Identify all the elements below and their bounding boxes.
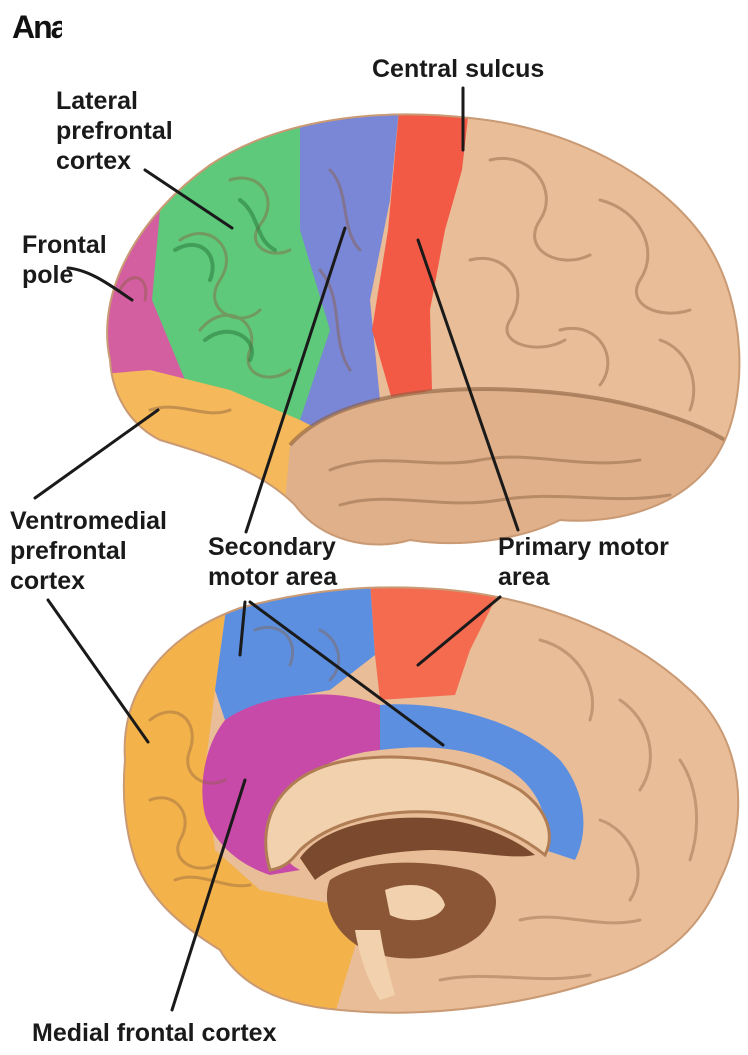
lateral-brain-view — [90, 100, 748, 560]
ventromedial-label: Ventromedial prefrontal cortex — [10, 506, 167, 596]
central-sulcus-label: Central sulcus — [372, 54, 544, 84]
lateral-prefrontal-label: Lateral prefrontal cortex — [56, 86, 173, 176]
secondary-motor-label: Secondary motor area — [208, 532, 337, 592]
title-fragment: Ana — [12, 8, 62, 48]
primary-motor-label: Primary motor area — [498, 532, 669, 592]
medial-brain-view — [110, 580, 748, 1030]
frontal-pole-label: Frontal pole — [22, 230, 107, 290]
medial-frontal-label: Medial frontal cortex — [32, 1018, 277, 1048]
ventromedial-lower-leader — [48, 600, 148, 742]
ventromedial-upper-leader — [35, 410, 158, 498]
